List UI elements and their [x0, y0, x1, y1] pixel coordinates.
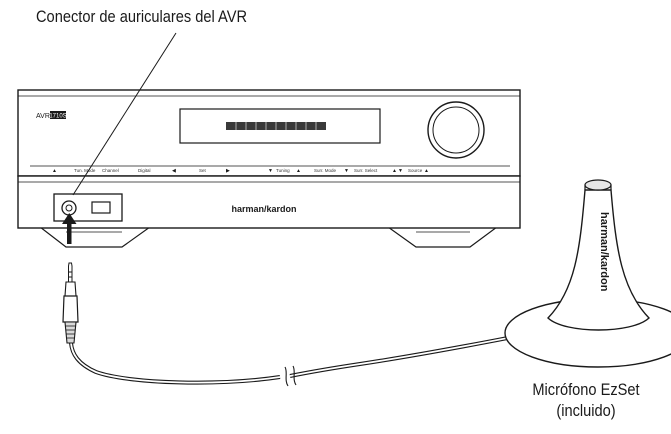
plug-body — [62, 295, 79, 323]
model-number-badge — [50, 111, 66, 119]
receiver-foot-right — [386, 226, 499, 248]
svg-text:▲: ▲ — [424, 168, 429, 174]
receiver-foot-left — [38, 226, 152, 248]
usb-port — [91, 201, 111, 214]
panel-label-tun-mode: Tun. Mode — [74, 168, 96, 173]
volume-knob-inner — [432, 106, 480, 154]
display-segments — [235, 122, 317, 130]
svg-text:▼: ▼ — [268, 168, 273, 174]
panel-label-surr-select: Surr. Select — [354, 168, 378, 173]
panel-label-surr-mode: Surr. Mode — [314, 168, 337, 173]
cable-segment — [69, 342, 281, 385]
receiver: AVR 1710S Tun. Mode Channel Digital Set … — [17, 89, 521, 229]
microphone-brand: harman/kardon — [598, 212, 610, 292]
panel-label-source: Source — [408, 168, 423, 173]
callout-leader-line — [72, 32, 177, 196]
model-badge-text: AVR — [36, 113, 50, 120]
svg-text:▲: ▲ — [392, 168, 397, 174]
control-strip-labels: Tun. Mode Channel Digital Set Tuning Sur… — [74, 168, 423, 173]
svg-text:▼: ▼ — [344, 168, 349, 174]
receiver-brand: harman/kardon — [231, 204, 296, 214]
control-strip-arrows: ▲◀▶ ▼▲▼ ▲▼▲ — [52, 168, 429, 174]
plug-sleeve — [64, 281, 77, 297]
plug-strain-relief — [64, 321, 77, 344]
svg-text:▼: ▼ — [398, 168, 403, 174]
headphone-plug — [62, 262, 79, 344]
microphone-callout-line2: (incluido) — [556, 401, 616, 420]
receiver-feet — [38, 226, 499, 248]
microphone-callout-line1: Micrófono EzSet — [532, 380, 640, 399]
svg-text:▲: ▲ — [296, 168, 301, 174]
svg-text:▲: ▲ — [52, 168, 57, 174]
model-number-text: 1710S — [49, 114, 66, 120]
panel-label-channel: Channel — [102, 168, 119, 173]
ezset-microphone: harman/kardon — [504, 179, 671, 368]
microphone-top — [584, 179, 612, 191]
headphone-jack-hole — [65, 204, 73, 212]
microphone-callout: Micrófono EzSet (incluido) — [526, 379, 646, 421]
insertion-arrow — [62, 213, 77, 244]
panel-label-digital: Digital — [138, 168, 151, 173]
panel-label-tuning: Tuning — [276, 168, 290, 173]
cable-break — [284, 365, 297, 387]
panel-label-set: Set — [199, 168, 207, 173]
svg-text:▶: ▶ — [226, 168, 230, 174]
svg-text:◀: ◀ — [172, 168, 176, 174]
microphone-stem — [547, 189, 650, 331]
headphone-jack-callout: Conector de auriculares del AVR — [36, 7, 248, 26]
